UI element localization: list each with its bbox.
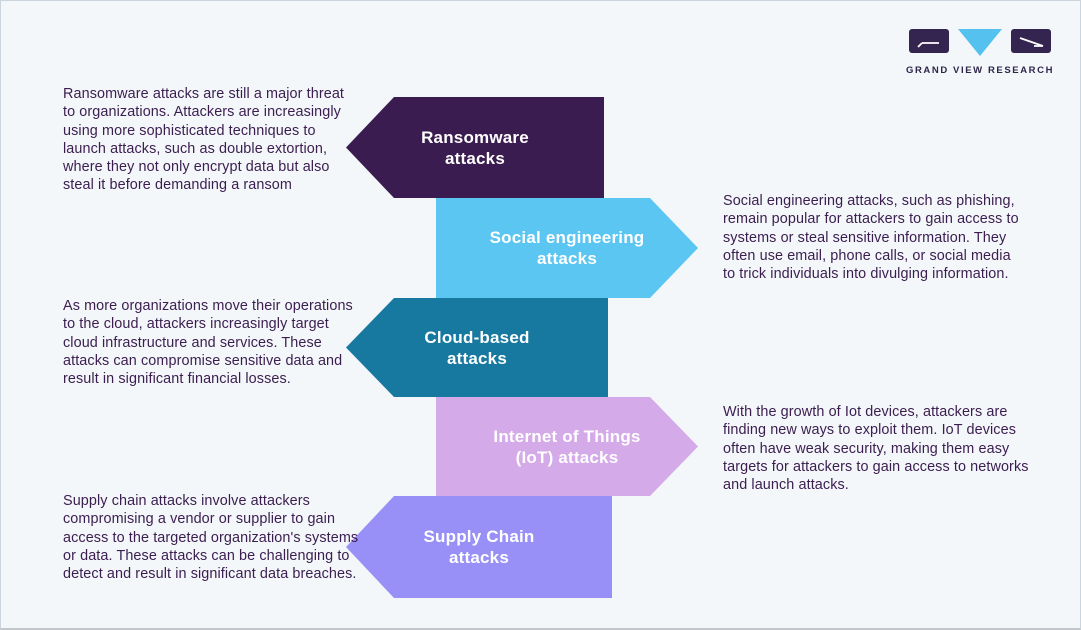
banner-supply-chain-attacks: Supply Chain attacks bbox=[346, 496, 612, 598]
banner-iot-label: Internet of Things (IoT) attacks bbox=[493, 426, 641, 467]
logo-square-r-icon bbox=[1011, 29, 1051, 58]
banner-ransomware-label: Ransomware attacks bbox=[421, 127, 529, 168]
banner-cloud-based-attacks: Cloud-based attacks bbox=[346, 298, 608, 397]
description-supply-chain-attacks: Supply chain attacks involve attackers c… bbox=[63, 493, 359, 583]
banner-iot-attacks: Internet of Things (IoT) attacks bbox=[436, 397, 698, 496]
description-iot-attacks: With the growth of Iot devices, attacker… bbox=[723, 404, 1029, 494]
banner-social-engineering-label: Social engineering attacks bbox=[489, 228, 645, 268]
logo-square-g-icon bbox=[909, 29, 949, 58]
banner-social-engineering-attacks: Social engineering attacks bbox=[436, 198, 698, 298]
description-ransomware-attacks: Ransomware attacks are still a major thr… bbox=[63, 86, 345, 194]
gvr-logo: GRAND VIEW RESEARCH bbox=[905, 29, 1055, 76]
description-social-engineering-attacks: Social engineering attacks, such as phis… bbox=[723, 193, 1019, 283]
gvr-logo-marks bbox=[909, 29, 1051, 61]
logo-v-triangle-icon bbox=[958, 29, 1002, 61]
banner-ransomware-attacks: Ransomware attacks bbox=[346, 97, 604, 198]
logo-wordmark: GRAND VIEW RESEARCH bbox=[905, 65, 1055, 76]
banner-supply-chain-label: Supply Chain attacks bbox=[423, 527, 535, 567]
banner-cloud-based-label: Cloud-based attacks bbox=[424, 327, 530, 368]
description-cloud-based-attacks: As more organizations move their operati… bbox=[63, 298, 353, 388]
